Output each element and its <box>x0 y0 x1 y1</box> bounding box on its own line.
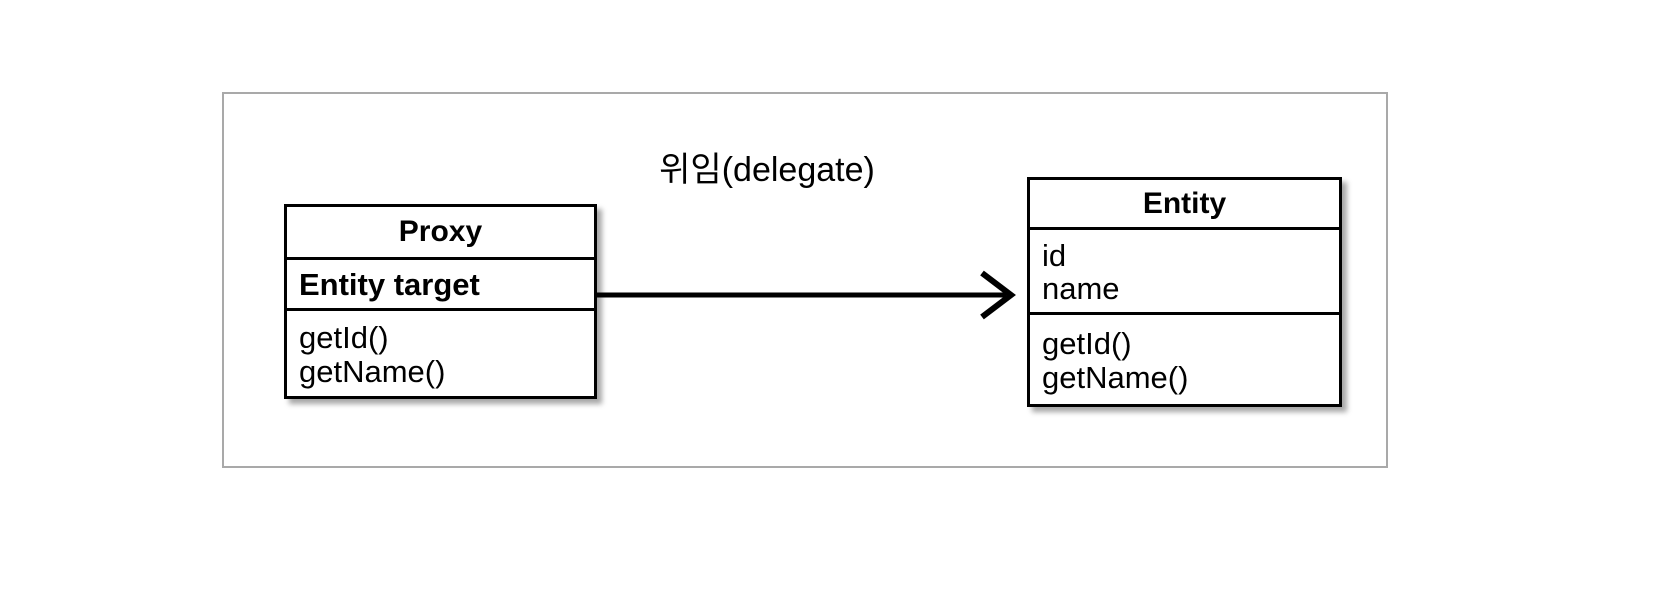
uml-class-proxy[interactable]: Proxy Entity target getId() getName() <box>284 204 597 399</box>
uml-class-entity-operations: getId() getName() <box>1030 315 1339 404</box>
uml-attribute-row: name <box>1042 271 1120 306</box>
uml-operation-row: getName() <box>1042 359 1189 395</box>
uml-class-proxy-attributes: Entity target <box>287 260 594 312</box>
uml-operation-row: getId() <box>1042 326 1132 362</box>
delegation-arrow <box>562 270 1016 320</box>
diagram-frame: 위임(delegate) Proxy Entity target getId()… <box>222 92 1388 468</box>
delegate-label: 위임(delegate) <box>659 151 875 189</box>
uml-operation-row: getName() <box>299 353 446 389</box>
uml-operation-row: getId() <box>299 320 389 356</box>
uml-attribute-row: id <box>1042 237 1067 273</box>
uml-class-proxy-operations: getId() getName() <box>287 311 594 396</box>
uml-class-entity[interactable]: Entity id name getId() getName() <box>1027 177 1342 407</box>
uml-class-proxy-name: Proxy <box>287 207 594 261</box>
uml-attribute-row: Entity target <box>299 266 480 302</box>
delegation-arrowhead-icon <box>980 270 1016 320</box>
uml-class-entity-name: Entity <box>1030 180 1339 230</box>
uml-class-entity-attributes: id name <box>1030 230 1339 315</box>
